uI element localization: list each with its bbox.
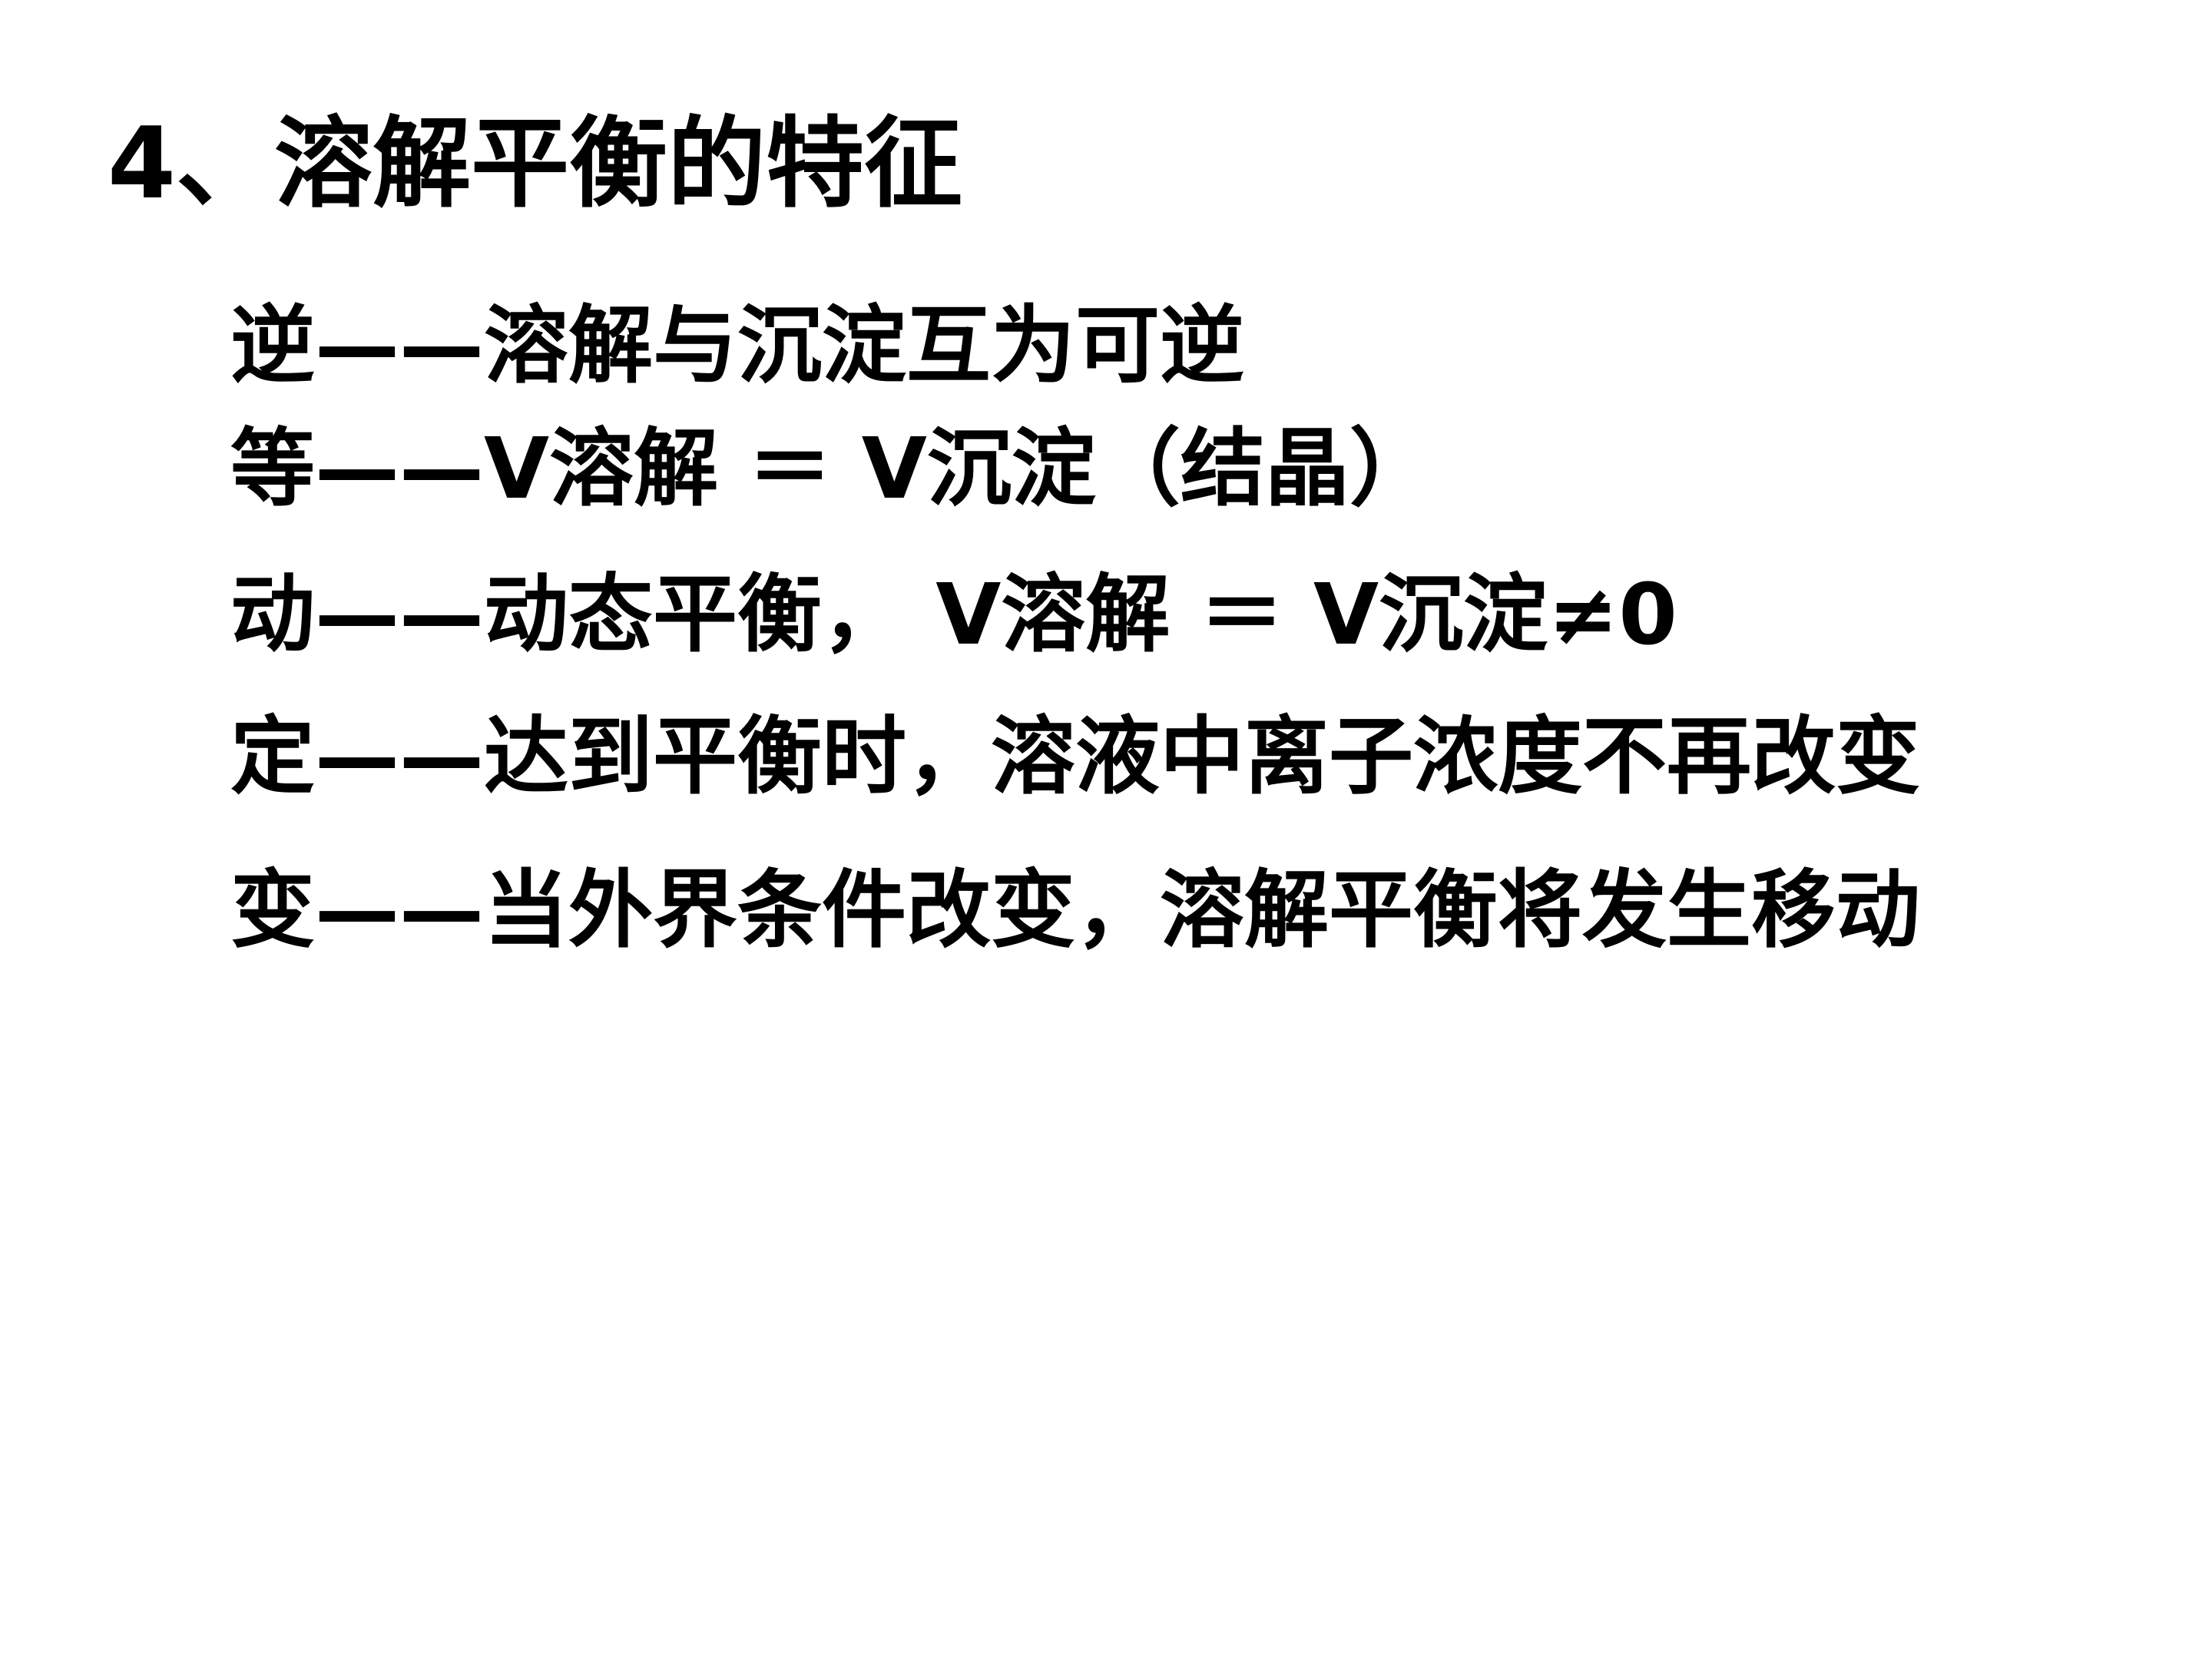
feature-term: 动 (230, 565, 315, 664)
feature-dash: —— (315, 296, 484, 395)
feature-description: 达到平衡时，溶液中离子浓度不再改变 (484, 707, 1920, 806)
feature-description: 溶解与沉淀互为可逆 (484, 296, 1244, 395)
feature-dash: —— (315, 419, 484, 518)
feature-line-equal: 等——V溶解 ＝ V沉淀（结晶） (230, 426, 1434, 511)
feature-line-fixed: 定——达到平衡时，溶液中离子浓度不再改变 (230, 714, 1920, 799)
feature-term: 定 (230, 707, 315, 806)
feature-description: 当外界条件改变，溶解平衡将发生移动 (484, 861, 1920, 959)
feature-term: 逆 (230, 296, 315, 395)
feature-line-dynamic: 动——动态平衡， V溶解 ＝ V沉淀≠0 (230, 572, 1677, 657)
slide-title: 4、溶解平衡的特征 (108, 107, 963, 221)
feature-term: 变 (230, 861, 315, 959)
feature-line-reversible: 逆——溶解与沉淀互为可逆 (230, 303, 1244, 388)
feature-dash: —— (315, 861, 484, 959)
feature-term: 等 (230, 419, 315, 518)
feature-dash: —— (315, 707, 484, 806)
feature-line-change: 变——当外界条件改变，溶解平衡将发生移动 (230, 868, 1920, 952)
feature-description: 动态平衡， V溶解 ＝ V沉淀≠0 (484, 565, 1677, 664)
feature-dash: —— (315, 565, 484, 664)
feature-description: V溶解 ＝ V沉淀（结晶） (484, 419, 1434, 518)
